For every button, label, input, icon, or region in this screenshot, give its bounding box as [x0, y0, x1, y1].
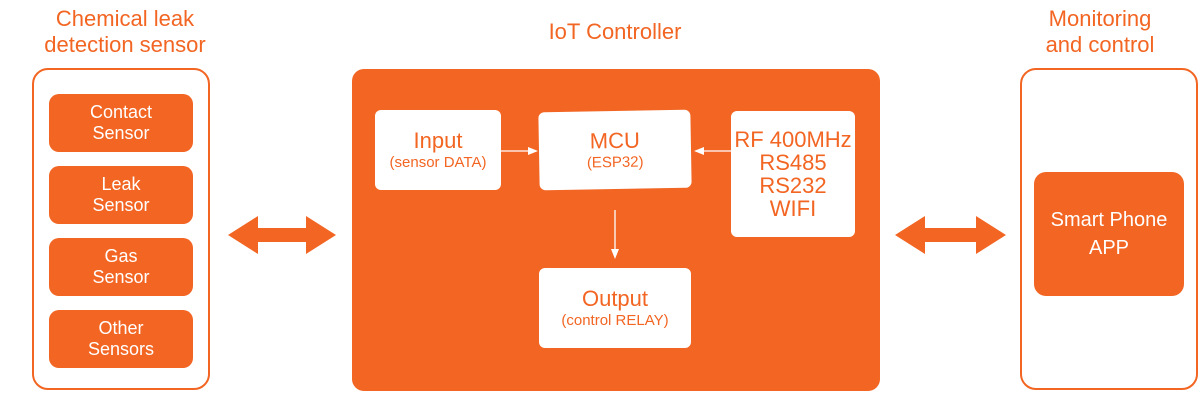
sensor-panel-title: Chemical leak detection sensor [20, 6, 230, 58]
right-double-arrow-icon [895, 216, 1006, 254]
gas-sensor-label-2: Sensor [92, 267, 150, 287]
input-label: Input [413, 127, 463, 153]
comm-rs485-label: RS485 [759, 150, 827, 175]
input-box: Input (sensor DATA) [375, 110, 501, 190]
monitor-panel-title-line-1: Monitoring [1048, 6, 1152, 31]
gas-sensor-label-1: Gas [104, 246, 138, 266]
leak-sensor-box: Leak Sensor [49, 166, 193, 224]
input-to-mcu-arrow-icon [501, 147, 538, 155]
contact-sensor-label-2: Sensor [92, 123, 150, 143]
left-double-arrow-icon [228, 216, 336, 254]
leak-sensor-label-2: Sensor [92, 195, 150, 215]
comm-rs232-label: RS232 [759, 173, 827, 198]
smartphone-app-box: Smart Phone APP [1034, 172, 1184, 296]
other-sensors-box: Other Sensors [49, 310, 193, 368]
output-sub-label: (control RELAY) [561, 311, 669, 329]
contact-sensor-box: Contact Sensor [49, 94, 193, 152]
other-sensors-label-2: Sensors [87, 339, 155, 359]
sensor-panel-title-line-2: detection sensor [44, 32, 206, 57]
comm-box: RF 400MHz RS485 RS232 WIFI [731, 111, 855, 237]
input-sub-label: (sensor DATA) [389, 153, 487, 171]
mcu-to-output-arrow-icon [611, 210, 619, 259]
leak-sensor-label-1: Leak [101, 174, 141, 194]
smartphone-app-label-1: Smart Phone [1050, 209, 1168, 231]
other-sensors-label-1: Other [98, 318, 144, 338]
comm-to-mcu-arrow-icon [694, 147, 731, 155]
sensor-panel-title-line-1: Chemical leak [55, 6, 195, 31]
monitor-panel-title-line-2: and control [1045, 32, 1155, 57]
output-box: Output (control RELAY) [539, 268, 691, 348]
gas-sensor-box: Gas Sensor [49, 238, 193, 296]
output-label: Output [581, 285, 649, 311]
comm-wifi-label: WIFI [769, 196, 817, 221]
comm-rf-label: RF 400MHz [734, 127, 852, 152]
controller-title: IoT Controller [548, 19, 682, 44]
monitor-panel-title: Monitoring and control [1000, 6, 1200, 58]
contact-sensor-label-1: Contact [89, 102, 153, 122]
smartphone-app-label-2: APP [1088, 237, 1130, 259]
